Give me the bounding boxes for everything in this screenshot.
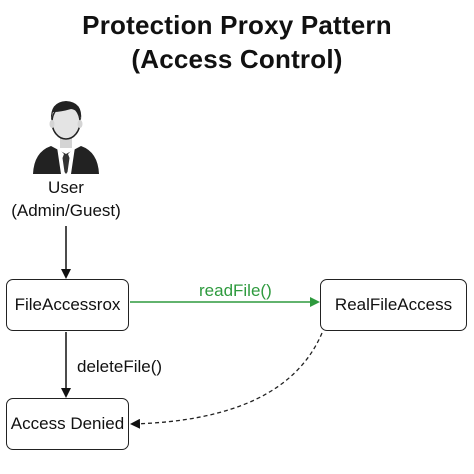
node-access-denied-label: Access Denied bbox=[10, 414, 125, 433]
node-real-file-access: RealFileAccess bbox=[320, 279, 467, 331]
node-file-access-proxy-label: FileAccessrox bbox=[14, 295, 121, 314]
businessman-avatar-icon bbox=[33, 101, 99, 174]
edge-label-delete-file: deleteFile() bbox=[77, 357, 163, 376]
edge-real-to-denied bbox=[130, 332, 323, 429]
diagram-title-line-2: (Access Control) bbox=[131, 44, 343, 74]
user-role-label: (Admin/Guest) bbox=[11, 201, 121, 220]
diagram-title-line-1: Protection Proxy Pattern bbox=[82, 10, 392, 40]
node-file-access-proxy: FileAccessrox bbox=[6, 279, 129, 331]
user-label: User bbox=[48, 178, 84, 197]
node-access-denied: Access Denied bbox=[6, 398, 129, 450]
node-real-file-access-label: RealFileAccess bbox=[334, 295, 453, 314]
edge-label-read-file: readFile() bbox=[199, 281, 272, 300]
